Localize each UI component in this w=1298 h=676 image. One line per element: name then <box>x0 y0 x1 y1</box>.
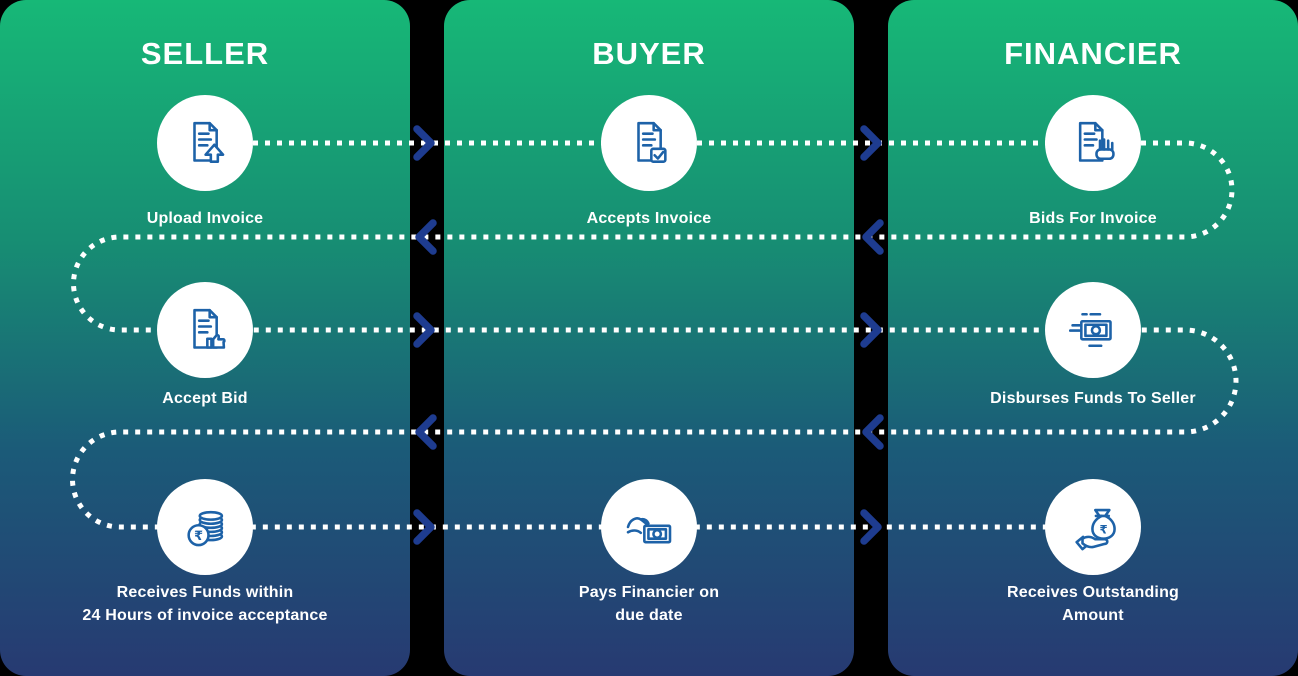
step-label: Bids For Invoice <box>1029 210 1157 227</box>
step-label: Accepts Invoice <box>586 210 712 227</box>
accept-bid-icon <box>193 308 226 349</box>
svg-text:₹: ₹ <box>1099 522 1107 536</box>
step-circle <box>157 95 253 191</box>
arrow-right-icon <box>860 312 882 348</box>
accepts-invoice-icon <box>637 121 667 163</box>
arrow-left-icon <box>862 414 884 450</box>
panel-seller: SELLER Upload Invoice Accept Bid <box>0 0 410 676</box>
arrow-right-icon <box>413 509 435 545</box>
step-circle <box>601 95 697 191</box>
step-label: Pays Financier on due date <box>578 584 720 624</box>
step-circle <box>1045 282 1141 378</box>
upload-invoice-icon <box>193 121 225 163</box>
step-label: Upload Invoice <box>146 210 264 227</box>
step-label: Receives Outstanding Amount <box>1006 584 1180 624</box>
arrow-right-icon <box>413 125 435 161</box>
panel-financier: FINANCIER Bids For Invoice <box>888 0 1298 676</box>
step-circle <box>157 282 253 378</box>
rupee-coins-icon: ₹ <box>187 510 224 547</box>
pay-banknote-icon <box>626 517 672 544</box>
panel-title-buyer: BUYER <box>592 36 706 71</box>
money-bag-hand-icon: ₹ <box>1075 508 1116 551</box>
step-label: Disburses Funds To Seller <box>990 390 1196 407</box>
arrow-right-icon <box>860 125 882 161</box>
step-circle: ₹ <box>157 479 253 575</box>
arrow-right-icon <box>413 312 435 348</box>
arrow-left-icon <box>415 414 437 450</box>
step-circle <box>601 479 697 575</box>
step-label: Accept Bid <box>162 390 248 407</box>
step-circle: ₹ <box>1045 479 1141 575</box>
arrow-left-icon <box>415 219 437 255</box>
flying-banknote-icon <box>1068 312 1112 348</box>
step-label: Receives Funds within 24 Hours of invoic… <box>82 584 328 624</box>
arrow-right-icon <box>860 509 882 545</box>
step-circle <box>1045 95 1141 191</box>
arrow-left-icon <box>862 219 884 255</box>
svg-text:₹: ₹ <box>194 529 203 544</box>
panel-buyer: BUYER Accepts Invoice <box>444 0 854 676</box>
bid-hand-invoice-icon <box>1078 121 1115 162</box>
panel-title-seller: SELLER <box>140 36 270 71</box>
panel-title-financier: FINANCIER <box>1004 36 1182 71</box>
